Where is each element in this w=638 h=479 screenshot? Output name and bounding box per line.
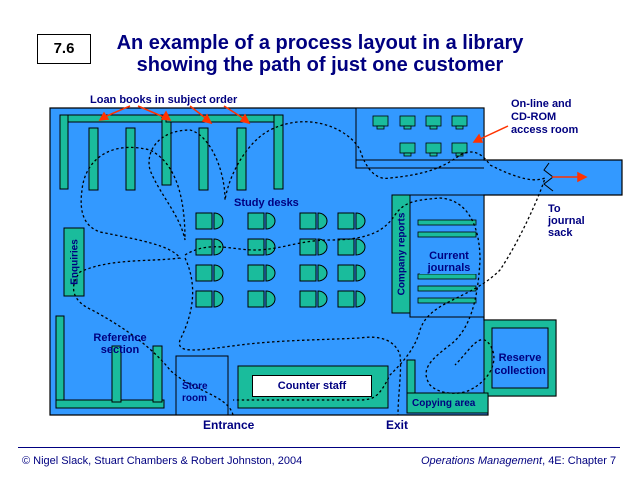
enquiries-desk [63,227,85,297]
customer-path [72,121,547,416]
online-room-label: On-line and CD-ROM access room [511,98,579,136]
loan-books-label: Loan books in subject order [90,94,238,106]
slide-number: 7.6 [37,34,91,64]
footer-copyright: © Nigel Slack, Stuart Chambers & Robert … [22,455,303,467]
title-line-1: An example of a process layout in a libr… [116,32,524,54]
footer-rule [18,447,620,448]
reserve-and-copying [406,319,557,414]
store-room-label: Store room [182,381,208,404]
title-line-2: showing the path of just one customer [136,54,504,76]
store-room-walls [175,355,229,415]
footer-book-reference: Operations Management, 4E: Chapter 7 [421,455,616,467]
customer-path-center [178,257,402,416]
pointer-arrows [98,105,588,183]
online-room [355,107,485,169]
current-journals-label: Current journals [420,250,478,274]
company-reports-label: Company reports [397,212,408,295]
study-desks-label: Study desks [234,197,299,209]
footer-chapter: , 4E: Chapter 7 [542,455,617,467]
copying-area-label: Copying area [412,398,476,409]
reference-shelves [55,315,165,409]
counter-staff-label: Counter staff [252,375,372,397]
entrance-label: Entrance [203,418,255,432]
reference-section-label: Reference section [93,332,147,356]
footer-book-title: Operations Management [421,455,543,467]
loan-bookshelves [59,114,284,191]
enquiries-label: Enquiries [70,239,81,285]
reserve-collection-label: Reserve collection [494,352,546,377]
exit-label: Exit [386,418,409,432]
journal-sack-label: To journal sack [548,203,585,239]
